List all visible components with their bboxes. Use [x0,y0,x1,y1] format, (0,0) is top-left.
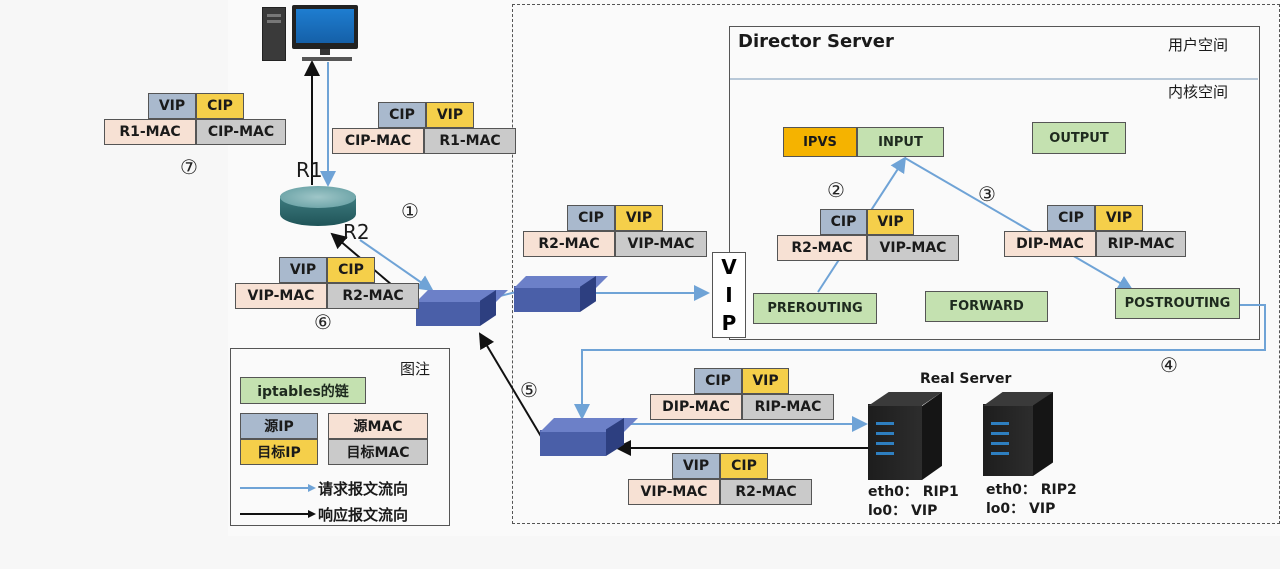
step-2-marker: ② [827,178,845,202]
server-1-eth0: eth0： RIP1 [868,484,959,500]
packet-src-mac: R2-MAC [777,235,867,261]
legend-request-label: 请求报文流向 [318,480,409,498]
legend-dst-ip: 目标IP [240,439,318,465]
packet-src-mac: R2-MAC [523,231,615,257]
chain-output: OUTPUT [1032,122,1126,154]
packet-dst-mac: R1-MAC [424,128,516,154]
legend-chain-swatch: iptables的链 [240,377,366,404]
chain-input: INPUT [857,127,944,157]
vip-interface-box: V I P [712,252,746,338]
packet-dst-ip: CIP [196,93,244,119]
step-6-marker: ⑥ [314,310,332,334]
server-icon [983,392,1053,476]
packet-src-mac: DIP-MAC [1004,231,1096,257]
switch-icon [514,276,608,312]
step-1-marker: ① [401,199,419,223]
legend-src-ip: 源IP [240,413,318,439]
user-kernel-divider [730,78,1258,80]
real-server-title: Real Server [920,371,1012,387]
packet-dst-mac: R2-MAC [327,283,419,309]
router-icon [280,186,356,228]
server-2-lo0: lo0： VIP [986,501,1056,517]
packet-src-mac: DIP-MAC [650,394,742,420]
vip-letter: I [725,283,733,307]
step-7-marker: ⑦ [180,155,198,179]
chain-prerouting: PREROUTING [753,293,877,324]
packet-dst-ip: CIP [327,257,375,283]
vip-letter: P [721,311,737,335]
packet-dst-ip: VIP [742,368,789,394]
packet-dst-mac: CIP-MAC [196,119,286,145]
packet-dst-ip: VIP [1095,205,1143,231]
legend-response-arrow-icon [240,510,316,518]
server-2-eth0: eth0： RIP2 [986,482,1077,498]
packet-src-ip: CIP [820,209,867,235]
step-4-marker: ④ [1160,353,1178,377]
packet-dst-mac: RIP-MAC [742,394,834,420]
packet-src-ip: CIP [567,205,615,231]
packet-src-mac: R1-MAC [104,119,196,145]
chain-forward: FORWARD [925,291,1048,322]
packet-dst-mac: R2-MAC [720,479,812,505]
legend-title: 图注 [400,360,431,378]
legend-dst-mac: 目标MAC [328,439,428,465]
legend-request-arrow-icon [240,484,316,492]
user-space-label: 用户空间 [1168,36,1229,54]
packet-dst-ip: CIP [720,453,768,479]
router-r2-label: R2 [343,220,370,244]
packet-src-mac: CIP-MAC [332,128,424,154]
client-computer-icon [262,5,366,65]
packet-dst-ip: VIP [867,209,914,235]
server-icon [868,392,942,480]
step-5-marker: ⑤ [520,378,538,402]
packet-src-mac: VIP-MAC [235,283,327,309]
chain-postrouting: POSTROUTING [1115,288,1240,319]
director-title: Director Server [738,31,894,52]
packet-src-mac: VIP-MAC [628,479,720,505]
ipvs-module: IPVS [783,127,857,157]
switch-icon [540,418,638,456]
vip-letter: V [721,255,737,279]
packet-src-ip: CIP [378,102,426,128]
legend-response-label: 响应报文流向 [318,506,409,524]
packet-dst-mac: RIP-MAC [1096,231,1186,257]
packet-src-ip: VIP [279,257,327,283]
packet-src-ip: CIP [1047,205,1095,231]
packet-dst-ip: VIP [426,102,474,128]
packet-dst-mac: VIP-MAC [615,231,707,257]
switch-icon [416,290,508,328]
server-1-lo0: lo0： VIP [868,503,938,519]
packet-src-ip: CIP [694,368,742,394]
legend-src-mac: 源MAC [328,413,428,439]
packet-dst-ip: VIP [615,205,663,231]
packet-dst-mac: VIP-MAC [867,235,959,261]
kernel-space-label: 内核空间 [1168,83,1229,101]
step-3-marker: ③ [978,182,996,206]
packet-src-ip: VIP [672,453,720,479]
router-r1-label: R1 [296,158,323,182]
packet-src-ip: VIP [148,93,196,119]
